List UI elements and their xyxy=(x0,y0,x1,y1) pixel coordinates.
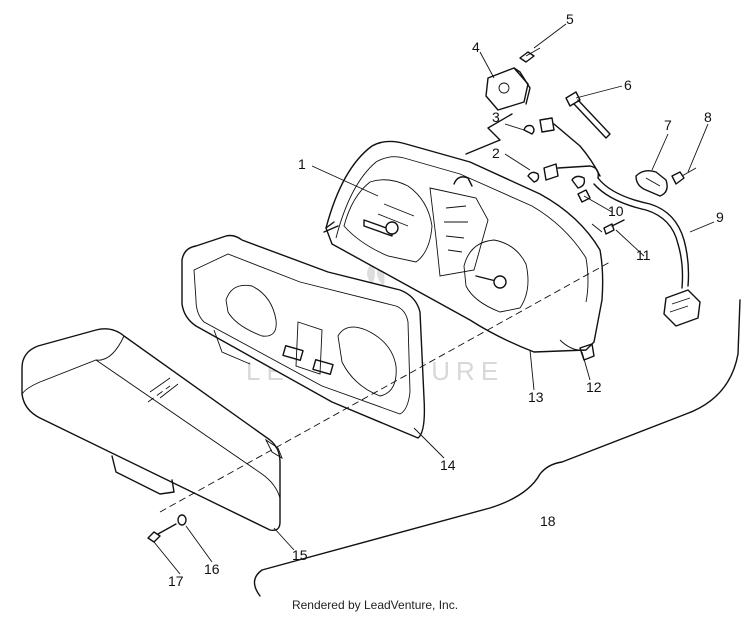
credit-footer: Rendered by LeadVenture, Inc. xyxy=(291,598,459,612)
part-06-pin xyxy=(565,91,611,139)
callout-18: 18 xyxy=(540,513,556,529)
callout-6: 6 xyxy=(624,77,632,93)
callout-11: 11 xyxy=(636,247,651,263)
callout-8: 8 xyxy=(704,109,712,125)
callout-16: 16 xyxy=(204,561,220,577)
callout-4: 4 xyxy=(472,39,480,55)
alignment-lines xyxy=(147,261,611,513)
part-14-bezel xyxy=(181,234,426,439)
part-04-05-mount-bracket xyxy=(465,113,513,155)
callout-7: 7 xyxy=(664,117,672,133)
part-05-screw xyxy=(519,47,541,63)
callout-1: 1 xyxy=(298,156,306,172)
part-09-wire-harness xyxy=(593,177,701,327)
callout-13: 13 xyxy=(528,389,544,405)
callout-14: 14 xyxy=(440,457,456,473)
part-16-washer xyxy=(177,514,187,526)
part-17-screw xyxy=(147,523,177,543)
part-02-bulb xyxy=(527,163,600,183)
part-11-screw xyxy=(603,219,625,235)
callout-12: 12 xyxy=(586,379,602,395)
part-15-lens-cover xyxy=(21,328,283,532)
leader-lines xyxy=(153,23,715,575)
callout-17: 17 xyxy=(168,573,184,589)
part-13-instrument-housing xyxy=(323,140,604,361)
callout-9: 9 xyxy=(716,209,724,225)
callout-labels: 1 2 3 4 5 6 7 8 9 10 11 12 13 14 15 16 1… xyxy=(168,11,724,589)
part-08-screw xyxy=(671,167,697,185)
callout-10: 10 xyxy=(608,203,624,219)
callout-5: 5 xyxy=(566,11,574,27)
part-07-clip xyxy=(635,169,668,197)
callout-15: 15 xyxy=(292,547,308,563)
callout-3: 3 xyxy=(492,109,500,125)
part-04-socket-plate xyxy=(485,67,531,111)
callout-2: 2 xyxy=(492,145,500,161)
part-18-assembly-brace xyxy=(253,299,741,597)
